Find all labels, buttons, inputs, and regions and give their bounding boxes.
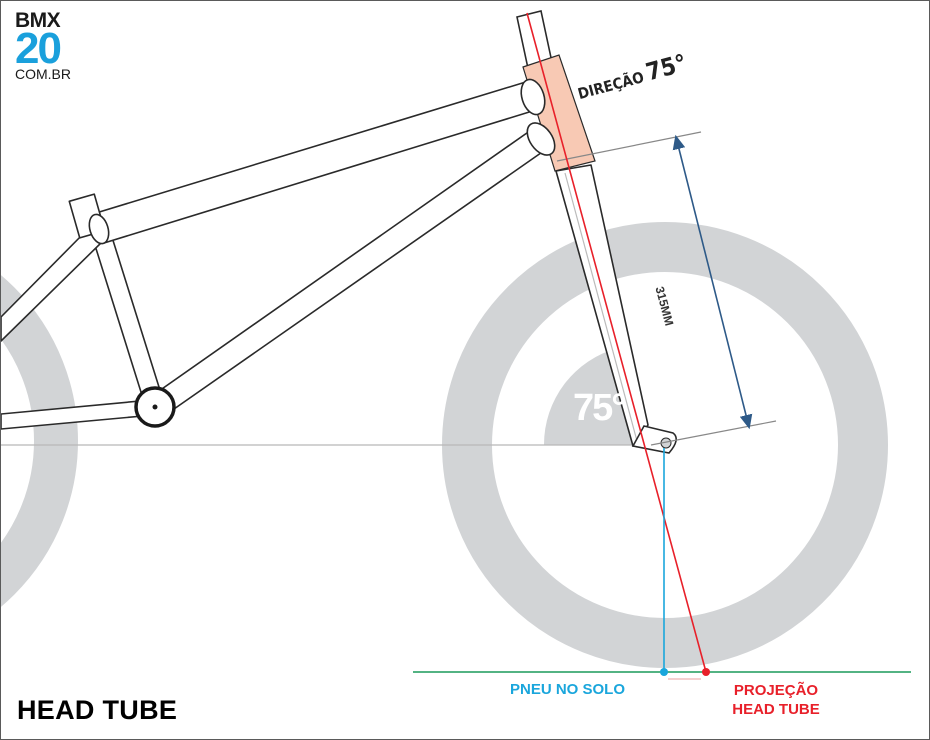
projection-label: PROJEÇÃO HEAD TUBE <box>721 681 831 719</box>
steering-axis-line <box>526 12 707 673</box>
logo-domain: COM.BR <box>15 66 71 82</box>
projection-label-line1: PROJEÇÃO <box>733 682 819 699</box>
rear-wheel <box>1 275 78 607</box>
tire-contact-point <box>660 668 668 676</box>
logo-text-top: BMX <box>15 9 61 32</box>
bmx20-logo: BMX 20 COM.BR <box>15 9 105 82</box>
dimension-arrow <box>672 134 753 430</box>
logo-number: 20 <box>15 24 62 73</box>
projection-label-line2: HEAD TUBE <box>732 701 820 718</box>
page-title: HEAD TUBE <box>17 695 178 725</box>
projection-point <box>702 668 710 676</box>
dimension-extension-bottom <box>650 420 777 446</box>
tire-ground-label: PNEU NO SOLO <box>510 681 626 698</box>
angle-marker-label: 75° <box>573 387 626 429</box>
bottom-bracket <box>134 386 176 428</box>
